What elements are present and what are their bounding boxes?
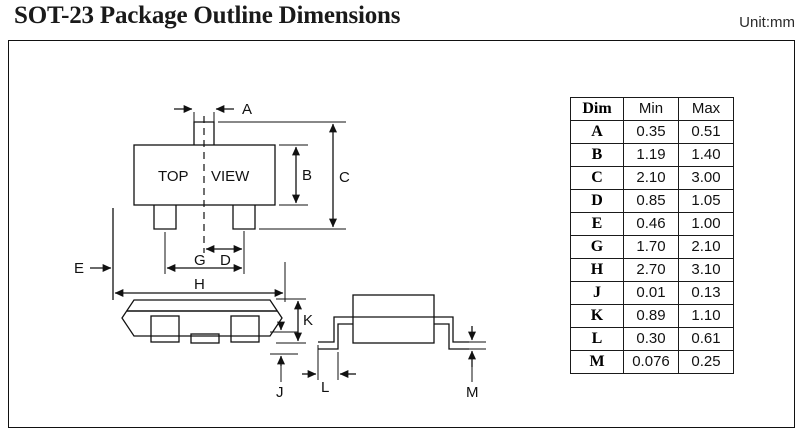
cell-max: 2.10 — [678, 235, 734, 259]
cell-min: 0.30 — [623, 327, 679, 351]
cell-min: 2.10 — [623, 166, 679, 190]
cell-max: 1.40 — [678, 143, 734, 167]
cell-max: 1.05 — [678, 189, 734, 213]
cell-max: 3.00 — [678, 166, 734, 190]
side-view-lead-left — [318, 316, 353, 343]
table-header-row: Dim Min Max — [570, 97, 734, 121]
dim-label-m: M — [466, 384, 479, 401]
cell-max: 0.51 — [678, 120, 734, 144]
cell-max: 0.25 — [678, 350, 734, 374]
cell-dim: M — [570, 350, 624, 374]
cell-min: 0.85 — [623, 189, 679, 213]
cell-dim: D — [570, 189, 624, 213]
cell-max: 3.10 — [678, 258, 734, 282]
cell-max: 0.13 — [678, 281, 734, 305]
front-view-lead-center — [190, 333, 220, 344]
header-max: Max — [678, 97, 734, 121]
top-view-lead-bottom-right — [232, 205, 256, 230]
cell-min: 1.19 — [623, 143, 679, 167]
side-view-lead-right-inner — [434, 323, 469, 350]
side-view-lead-right — [434, 316, 469, 343]
cell-min: 1.70 — [623, 235, 679, 259]
cell-dim: G — [570, 235, 624, 259]
cell-dim: A — [570, 120, 624, 144]
cell-dim: E — [570, 212, 624, 236]
dim-label-h: H — [194, 276, 205, 293]
dim-label-g: G — [194, 252, 206, 269]
cell-dim: J — [570, 281, 624, 305]
cell-dim: L — [570, 327, 624, 351]
unit-label: Unit:mm — [739, 14, 795, 31]
front-view-lead-left — [150, 315, 180, 343]
cell-max: 0.61 — [678, 327, 734, 351]
cell-min: 2.70 — [623, 258, 679, 282]
side-view-lead-left-inner — [318, 323, 353, 350]
cell-max: 1.10 — [678, 304, 734, 328]
front-view-body — [121, 299, 283, 337]
top-view-label-right: VIEW — [211, 168, 250, 185]
cell-min: 0.89 — [623, 304, 679, 328]
dim-label-c: C — [339, 169, 350, 186]
front-view-lead-right — [230, 315, 260, 343]
dim-label-k: K — [303, 312, 313, 329]
cell-min: 0.01 — [623, 281, 679, 305]
cell-min: 0.35 — [623, 120, 679, 144]
dim-label-d: D — [220, 252, 231, 269]
header-min: Min — [623, 97, 679, 121]
dim-label-e: E — [74, 260, 84, 277]
side-view-body — [352, 294, 435, 344]
cell-max: 1.00 — [678, 212, 734, 236]
dim-label-l: L — [321, 379, 329, 396]
cell-min: 0.076 — [623, 350, 679, 374]
top-view-label-left: TOP — [158, 168, 189, 185]
dim-label-j: J — [276, 384, 284, 401]
dim-label-a: A — [242, 101, 252, 118]
package-outline-drawing: A B C D G E — [74, 101, 486, 401]
cell-dim: C — [570, 166, 624, 190]
top-view-lead-bottom-left — [153, 205, 177, 230]
cell-dim: K — [570, 304, 624, 328]
cell-min: 0.46 — [623, 212, 679, 236]
header-dim: Dim — [570, 97, 624, 121]
page-title: SOT-23 Package Outline Dimensions — [14, 2, 401, 29]
cell-dim: B — [570, 143, 624, 167]
cell-dim: H — [570, 258, 624, 282]
dim-label-b: B — [302, 167, 312, 184]
